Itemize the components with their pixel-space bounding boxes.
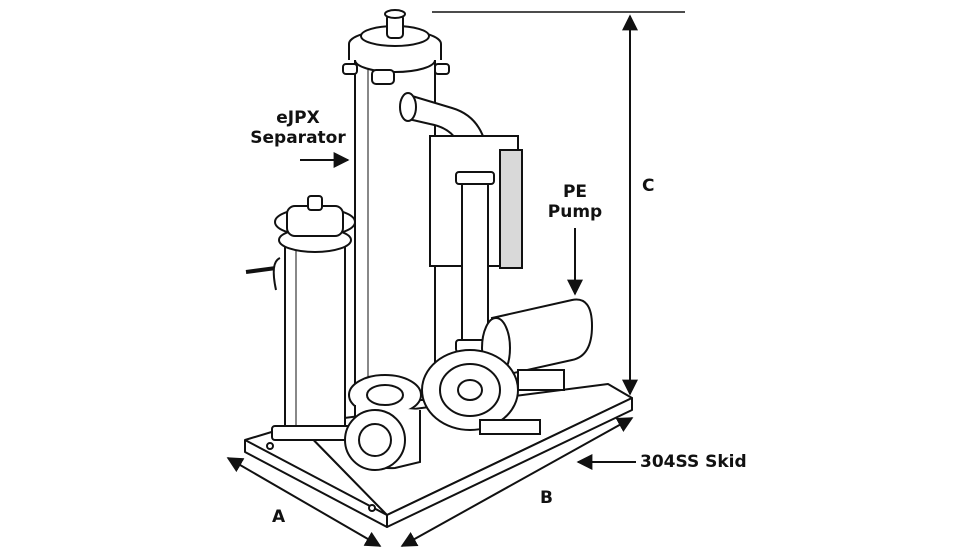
basket-strainer — [245, 195, 356, 441]
dimension-lines — [226, 11, 685, 547]
separator-label-line1: eJPX — [276, 108, 320, 128]
dimension-a-label: A — [272, 507, 286, 527]
skid-label: 304SS Skid — [640, 452, 747, 472]
pump-label-line2: Pump — [547, 202, 603, 222]
dimension-b-label: B — [540, 488, 553, 508]
separator-label: eJPX Separator — [248, 108, 348, 148]
separator-label-line2: Separator — [250, 128, 346, 148]
pe-pump — [344, 298, 594, 471]
dimension-c-label: C — [642, 176, 655, 196]
pump-label: PE Pump — [540, 182, 610, 222]
pump-label-line1: PE — [562, 182, 588, 202]
separator-outlet-pipe — [399, 92, 523, 363]
